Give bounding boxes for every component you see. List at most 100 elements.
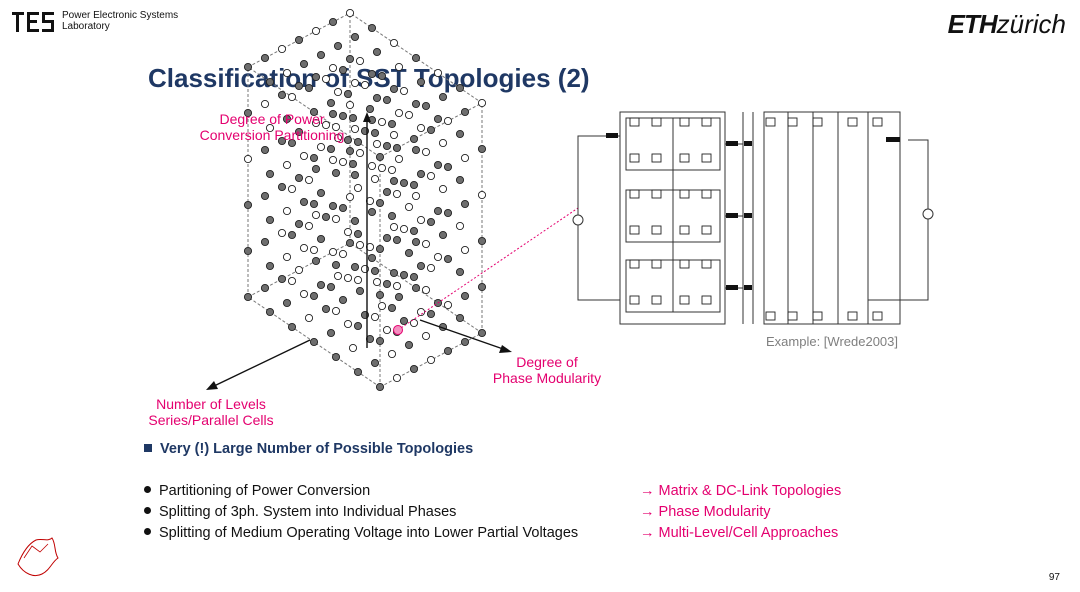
cube-node — [294, 35, 304, 45]
cube-node — [287, 92, 297, 102]
axis-label-vertical-line2: Conversion Partitioning — [199, 127, 345, 143]
cube-node — [309, 245, 319, 255]
cube-node — [331, 352, 341, 362]
cube-node — [353, 367, 363, 377]
cube-node — [409, 134, 419, 144]
cube-node — [433, 160, 443, 170]
cube-node — [377, 163, 387, 173]
cube-node — [355, 56, 365, 66]
cube-node — [477, 144, 487, 154]
cube-node — [443, 208, 453, 218]
igbt-switch-icon — [651, 117, 662, 127]
cube-node — [353, 183, 363, 193]
cube-node — [455, 267, 465, 277]
cube-node — [343, 89, 353, 99]
cube-node — [316, 50, 326, 60]
cube-node — [299, 151, 309, 161]
cube-node — [460, 291, 470, 301]
square-bullet-icon — [144, 444, 152, 452]
cube-node — [345, 192, 355, 202]
igbt-switch-icon — [701, 153, 712, 163]
cube-node — [477, 282, 487, 292]
cube-node — [370, 174, 380, 184]
cube-node — [321, 74, 331, 84]
cube-node — [438, 230, 448, 240]
cube-node — [438, 184, 448, 194]
igbt-switch-icon — [812, 117, 823, 127]
cube-node — [411, 99, 421, 109]
cube-node — [338, 295, 348, 305]
cube-node — [345, 54, 355, 64]
cube-node — [287, 138, 297, 148]
igbt-switch-icon — [629, 189, 640, 199]
igbt-switch-icon — [787, 117, 798, 127]
cube-node — [343, 227, 353, 237]
cube-node — [277, 44, 287, 54]
cube-node — [311, 164, 321, 174]
cube-node — [311, 26, 321, 36]
cube-node — [282, 252, 292, 262]
cube-node — [416, 307, 426, 317]
axis-label-right-line2: Phase Modularity — [492, 370, 602, 386]
cube-node — [309, 291, 319, 301]
left-axis — [211, 339, 311, 388]
cube-node — [350, 262, 360, 272]
cube-node — [404, 248, 414, 258]
cube-node — [294, 265, 304, 275]
cube-node — [392, 189, 402, 199]
cube-node — [287, 322, 297, 332]
cube-node — [433, 206, 443, 216]
cube-node — [350, 78, 360, 88]
igbt-switch-icon — [872, 311, 883, 321]
cube-node — [321, 304, 331, 314]
cube-node — [460, 107, 470, 117]
cube-node — [443, 162, 453, 172]
cube-node — [382, 325, 392, 335]
cube-node — [409, 272, 419, 282]
cube-node — [404, 340, 414, 350]
axis-label-right-line1: Degree of — [516, 354, 578, 370]
cube-node — [411, 53, 421, 63]
cube-node — [243, 200, 253, 210]
cube-node — [243, 154, 253, 164]
cube-node — [265, 307, 275, 317]
cube-node — [311, 256, 321, 266]
cube-node — [338, 249, 348, 259]
igbt-switch-icon — [847, 311, 858, 321]
cube-node — [282, 298, 292, 308]
cube-node — [443, 254, 453, 264]
ac-source-right-icon — [922, 208, 934, 220]
cube-node — [345, 100, 355, 110]
cube-node — [326, 144, 336, 154]
cube-node — [328, 17, 338, 27]
axis-label-vertical: Degree of Power Conversion Partitioning — [182, 111, 362, 143]
cube-node — [338, 203, 348, 213]
cube-node — [316, 188, 326, 198]
cube-node — [331, 260, 341, 270]
cube-node — [375, 336, 385, 346]
cube-node — [375, 244, 385, 254]
igbt-switch-icon — [629, 153, 640, 163]
cube-node — [348, 159, 358, 169]
cube-node — [426, 125, 436, 135]
igbt-switch-icon — [765, 311, 776, 321]
cube-node — [426, 309, 436, 319]
igbt-switch-icon — [651, 225, 662, 235]
cube-node — [389, 222, 399, 232]
cube-node — [409, 226, 419, 236]
cube-node — [416, 261, 426, 271]
lab-name-line2: Laboratory — [62, 21, 110, 32]
cube-node — [287, 276, 297, 286]
cube-node — [294, 127, 304, 137]
cube-node — [433, 252, 443, 262]
cube-node — [299, 59, 309, 69]
cube-node — [372, 139, 382, 149]
axis-label-right: Degree of Phase Modularity — [472, 354, 622, 386]
page-number: 97 — [1048, 572, 1060, 583]
igbt-switch-icon — [679, 117, 690, 127]
left-axis-arrow-icon — [206, 381, 218, 390]
axis-label-vertical-line1: Degree of Power — [219, 111, 325, 127]
cube-node — [338, 65, 348, 75]
cube-node — [355, 240, 365, 250]
cube-node — [299, 197, 309, 207]
